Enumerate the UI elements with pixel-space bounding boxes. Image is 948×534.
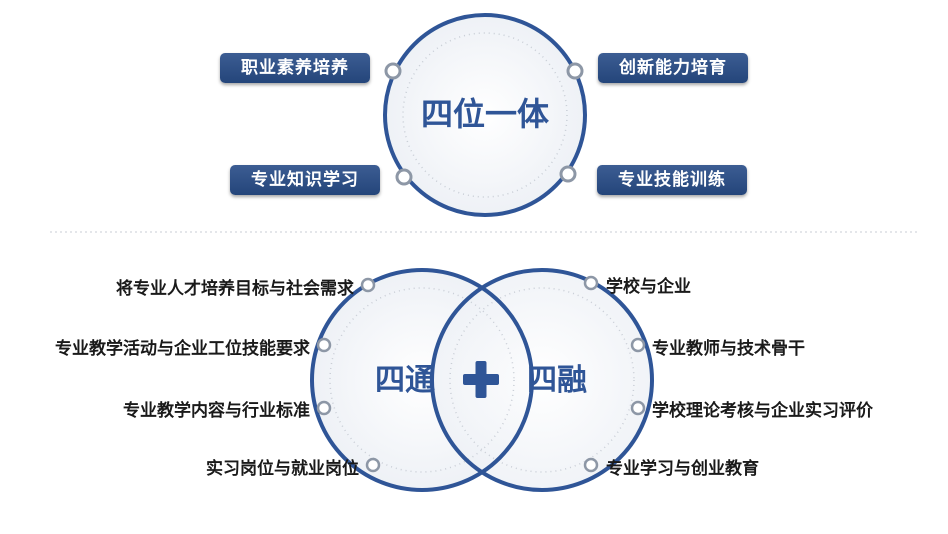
left-node-2 — [316, 337, 332, 353]
top-circle-fill — [385, 15, 585, 215]
tag-skill-training: 专业技能训练 — [597, 165, 747, 195]
right-node-1 — [583, 275, 599, 291]
left-node-3 — [316, 400, 332, 416]
right-node-4 — [583, 457, 599, 473]
top-center-title: 四位一体 — [420, 95, 549, 133]
tag-knowledge-learning: 专业知识学习 — [230, 165, 380, 195]
right-item-4: 专业学习与创业教育 — [606, 459, 759, 479]
left-circle-title: 四通 — [375, 363, 435, 398]
top-node-right-upper — [566, 62, 584, 80]
tag-professional-literacy: 职业素养培养 — [220, 53, 370, 83]
left-item-3: 专业教学内容与行业标准 — [123, 401, 310, 421]
tag-innovation-ability: 创新能力培育 — [598, 53, 748, 83]
left-circle-dotted-ring — [329, 287, 515, 473]
right-circle-dotted-ring — [449, 287, 635, 473]
left-item-4: 实习岗位与就业岗位 — [206, 459, 359, 479]
left-item-2: 专业教学活动与企业工位技能要求 — [55, 339, 310, 359]
right-item-1: 学校与企业 — [606, 277, 691, 297]
top-node-right-lower — [559, 165, 577, 183]
left-circle-ring — [310, 268, 534, 492]
left-node-1 — [360, 277, 376, 293]
plus-icon — [463, 361, 499, 398]
top-circle-dotted-ring — [402, 32, 568, 198]
left-item-1: 将专业人才培养目标与社会需求 — [116, 279, 354, 299]
left-node-4 — [365, 457, 381, 473]
right-item-2: 专业教师与技术骨干 — [652, 339, 805, 359]
right-item-3: 学校理论考核与企业实习评价 — [652, 401, 873, 421]
right-circle-fill — [432, 270, 652, 490]
top-circle-ring — [383, 13, 587, 217]
right-node-2 — [630, 337, 646, 353]
top-node-left-upper — [384, 62, 402, 80]
right-node-3 — [630, 400, 646, 416]
top-node-left-lower — [395, 168, 413, 186]
right-circle-ring — [430, 268, 654, 492]
right-circle-title: 四融 — [527, 363, 587, 398]
